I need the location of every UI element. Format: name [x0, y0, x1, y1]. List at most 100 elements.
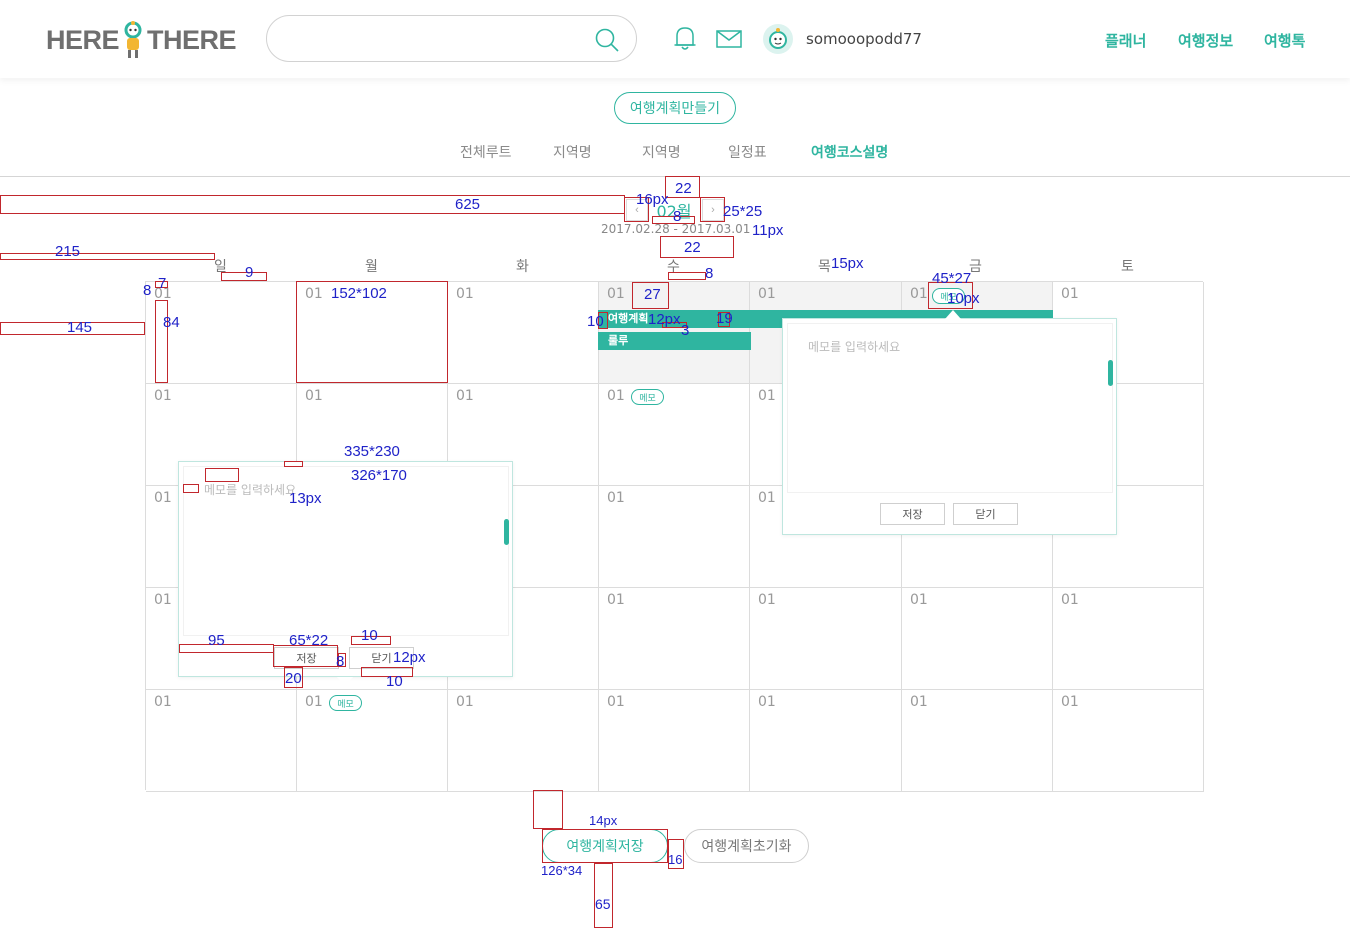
memo-badge[interactable]: 메모: [932, 288, 965, 304]
annotation-label: 16: [668, 852, 683, 867]
day-number: 01: [607, 388, 625, 404]
day-number: 01: [758, 592, 776, 608]
popup-arrow: [337, 677, 353, 686]
annotation-box: [594, 863, 613, 928]
tab-region-2[interactable]: 지역명: [642, 145, 681, 161]
tab-schedule[interactable]: 일정표: [728, 145, 767, 161]
day-number: 01: [910, 592, 928, 608]
calendar-day-cell[interactable]: 01: [599, 486, 750, 588]
day-number: 01: [456, 286, 474, 302]
day-number: 01: [456, 388, 474, 404]
logo-here: HERE: [46, 24, 120, 55]
annotation-label: 126*34: [541, 863, 583, 878]
nav-travel-info[interactable]: 여행정보: [1178, 32, 1234, 50]
search-icon[interactable]: [594, 27, 620, 53]
annotation-box: [665, 176, 700, 198]
memo-textarea[interactable]: 메모를 입력하세요: [183, 466, 509, 636]
memo-placeholder: 메모를 입력하세요: [808, 340, 901, 354]
logo[interactable]: HERE THERE: [46, 20, 237, 60]
memo-close-button[interactable]: 닫기: [349, 647, 414, 669]
day-number: 01: [607, 286, 625, 302]
day-number: 01: [758, 286, 776, 302]
calendar-day-cell[interactable]: 01: [1053, 588, 1204, 690]
calendar-day-cell[interactable]: 01: [1053, 690, 1204, 792]
calendar-day-cell[interactable]: 01: [599, 690, 750, 792]
day-number: 01: [607, 694, 625, 710]
annotation-box: [668, 839, 684, 869]
tab-region-1[interactable]: 지역명: [553, 145, 592, 161]
memo-badge[interactable]: 메모: [631, 389, 664, 405]
make-plan-button[interactable]: 여행계획만들기: [614, 92, 736, 124]
day-number: 01: [758, 694, 776, 710]
day-number: 01: [305, 694, 323, 710]
day-number: 01: [154, 694, 172, 710]
bell-icon[interactable]: [673, 25, 697, 51]
tab-course-desc[interactable]: 여행코스설명: [811, 145, 889, 161]
calendar-day-cell[interactable]: 01: [297, 282, 448, 384]
day-number: 01: [758, 490, 776, 506]
reset-plan-button[interactable]: 여행계획초기화: [684, 829, 809, 863]
day-number: 01: [154, 388, 172, 404]
day-number: 01: [154, 592, 172, 608]
calendar-day-cell[interactable]: 01: [750, 690, 902, 792]
calendar-day-cell[interactable]: 01: [750, 588, 902, 690]
day-number: 01: [456, 694, 474, 710]
calendar-day-cell[interactable]: 01: [448, 690, 599, 792]
tab-all-route[interactable]: 전체루트: [460, 145, 512, 161]
day-number: 01: [758, 388, 776, 404]
calendar-day-cell[interactable]: 01: [448, 282, 599, 384]
month-label: 02월: [656, 202, 692, 221]
annotation-label: 22: [675, 180, 692, 197]
calendar-day-cell[interactable]: 01: [146, 282, 297, 384]
calendar-day-cell[interactable]: 01: [902, 588, 1053, 690]
avatar[interactable]: [763, 24, 793, 54]
calendar-day-cell[interactable]: 01: [297, 690, 448, 792]
memo-save-button[interactable]: 저장: [880, 503, 945, 525]
day-number: 01: [305, 388, 323, 404]
memo-badge[interactable]: 메모: [329, 695, 362, 711]
memo-textarea[interactable]: 메모를 입력하세요: [787, 323, 1113, 493]
weekday-thu: 목: [818, 259, 831, 275]
day-number: 01: [154, 490, 172, 506]
day-number: 01: [1061, 694, 1079, 710]
annotation-label: 14px: [589, 813, 618, 828]
calendar-day-cell[interactable]: 01: [599, 588, 750, 690]
day-number: 01: [305, 286, 323, 302]
nav-planner[interactable]: 플래너: [1105, 32, 1147, 50]
save-plan-button[interactable]: 여행계획저장: [542, 829, 668, 863]
calendar-day-cell[interactable]: 01: [599, 384, 750, 486]
weekday-sun: 일: [214, 259, 227, 275]
memo-popup: 메모를 입력하세요 저장 닫기: [782, 310, 1117, 535]
date-range: 2017.02.28 - 2017.03.01: [601, 222, 751, 236]
event-bar-lulu[interactable]: 룰루: [598, 332, 751, 350]
weekday-sat: 토: [1121, 259, 1134, 275]
next-month-button[interactable]: ›: [702, 199, 724, 221]
annotation-label: 25*25: [723, 203, 763, 220]
calendar-day-cell[interactable]: 01: [902, 690, 1053, 792]
scrollbar-thumb[interactable]: [504, 519, 509, 545]
annotation-label: 22: [684, 239, 701, 256]
annotation-label: 215: [55, 243, 81, 260]
day-number: 01: [910, 286, 928, 302]
logo-there: THERE: [147, 24, 237, 55]
popup-arrow: [945, 310, 961, 319]
day-number: 01: [154, 286, 172, 302]
search-input[interactable]: [266, 15, 637, 62]
day-number: 01: [1061, 286, 1079, 302]
memo-save-button[interactable]: 저장: [274, 647, 339, 669]
memo-placeholder: 메모를 입력하세요: [204, 483, 297, 497]
memo-close-button[interactable]: 닫기: [953, 503, 1018, 525]
day-number: 01: [1061, 592, 1079, 608]
annotation-box: [0, 195, 625, 214]
memo-popup: 메모를 입력하세요 저장 닫기: [178, 461, 513, 686]
day-number: 01: [607, 490, 625, 506]
weekday-mon: 월: [365, 259, 378, 275]
day-number: 01: [910, 694, 928, 710]
calendar-day-cell[interactable]: 01: [146, 690, 297, 792]
prev-month-button[interactable]: ‹: [626, 199, 648, 221]
nav-travel-talk[interactable]: 여행톡: [1264, 32, 1306, 50]
scrollbar-thumb[interactable]: [1108, 360, 1113, 386]
mail-icon[interactable]: [716, 30, 742, 48]
username[interactable]: somooopodd77: [806, 30, 922, 48]
weekday-wed: 수: [667, 259, 680, 275]
